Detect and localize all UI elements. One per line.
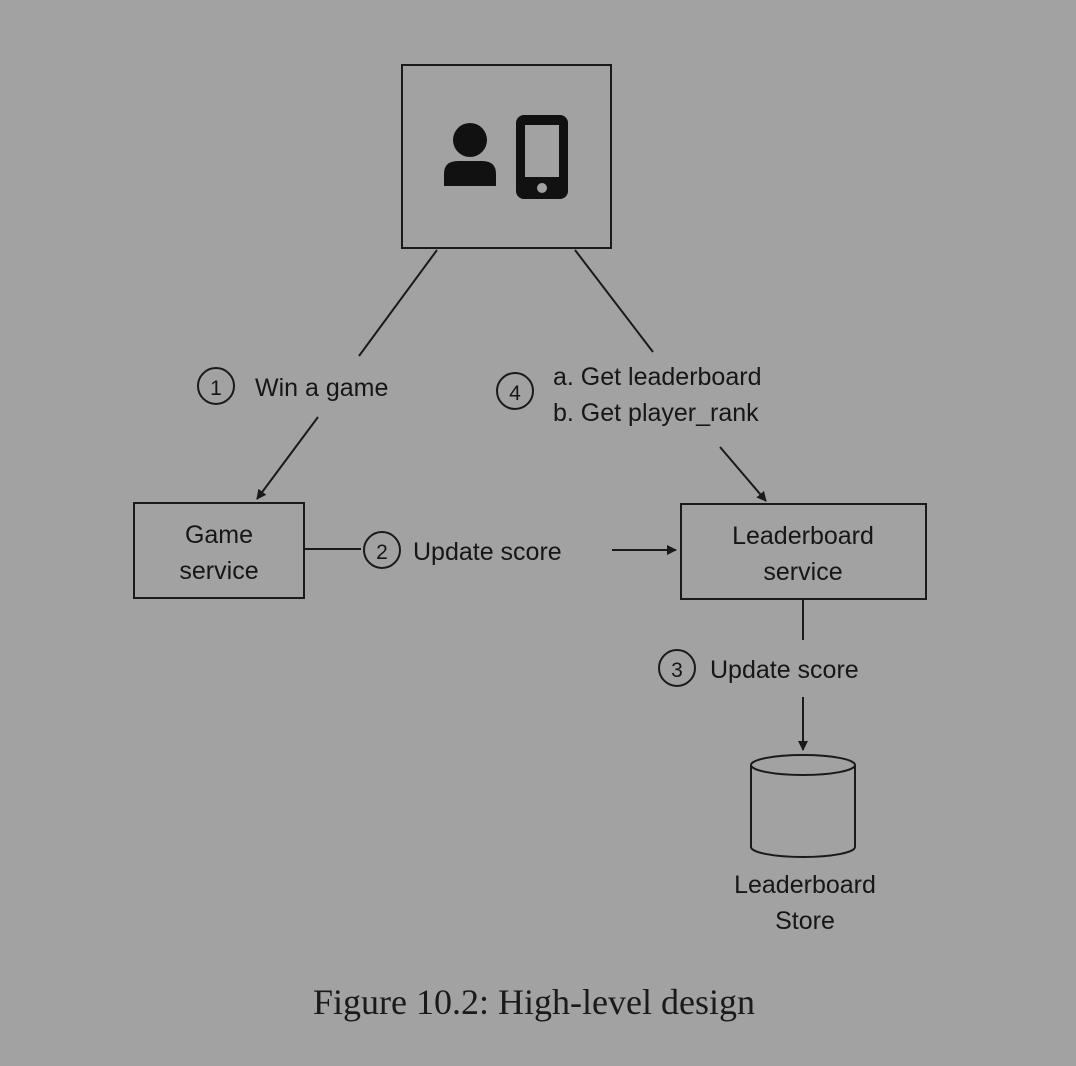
leaderboard-service-label-line2: service [763, 558, 842, 586]
step-4-label-b: b. Get player_rank [553, 399, 759, 427]
step-1-label: Win a game [255, 374, 388, 402]
step-4-badge: 4 [496, 372, 534, 410]
leaderboard-store-database: Leaderboard Store [734, 754, 876, 935]
game-service-box: Game service [133, 502, 305, 599]
step-2-number: 2 [376, 541, 388, 564]
step-1-connector [256, 249, 438, 500]
step-4-number: 4 [509, 382, 521, 405]
leaderboard-store-label-line1: Leaderboard [734, 871, 876, 899]
leaderboard-store-label-line2: Store [775, 907, 835, 935]
step-2-label: Update score [413, 538, 562, 566]
step-4-label-a: a. Get leaderboard [553, 363, 761, 391]
step-4-connector [574, 249, 767, 502]
step-2-connector [304, 545, 677, 555]
game-service-label-line2: service [179, 557, 258, 585]
step-3-label: Update score [710, 656, 859, 684]
step-1-badge: 1 [197, 367, 235, 405]
user-icon [444, 123, 496, 186]
leaderboard-service-label-line1: Leaderboard [732, 522, 874, 550]
game-service-label-line1: Game [185, 521, 253, 549]
step-1-number: 1 [210, 377, 222, 400]
step-3-badge: 3 [658, 649, 696, 687]
leaderboard-service-box: Leaderboard service [680, 503, 927, 600]
step-2-badge: 2 [363, 531, 401, 569]
smartphone-icon [516, 115, 568, 199]
step-3-number: 3 [671, 659, 683, 682]
client-box [401, 64, 612, 249]
figure-caption: Figure 10.2: High-level design [313, 982, 755, 1022]
